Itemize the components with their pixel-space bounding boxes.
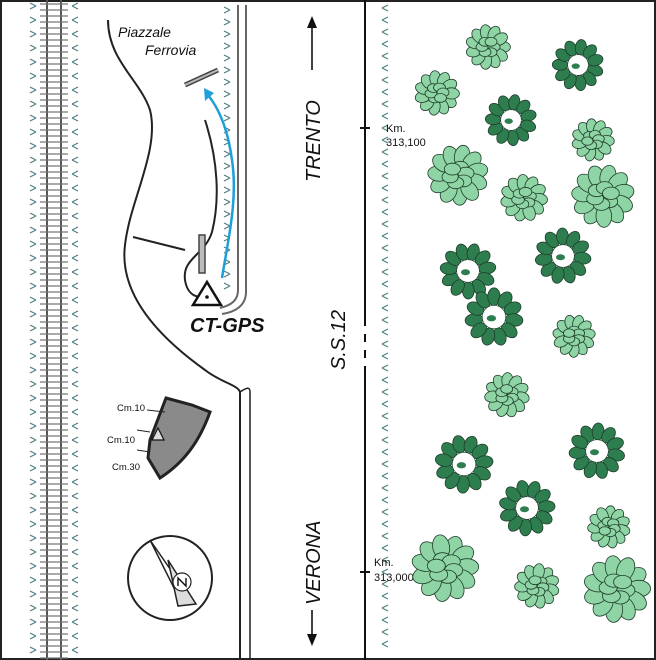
verona-label: VERONA [303, 521, 325, 605]
dim-label-mid: Cm.10 [107, 435, 135, 446]
dim-label-bottom: Cm.30 [112, 462, 140, 473]
km-label-upper: Km. [386, 123, 406, 135]
tree-dark [568, 422, 625, 479]
km-value-upper: 313,100 [386, 137, 426, 149]
south-arrow-icon [307, 634, 317, 646]
tree-area [411, 24, 651, 623]
station-label: CT-GPS [190, 315, 265, 337]
route-arrow [207, 94, 236, 279]
road-label: S.S.12 [328, 310, 350, 370]
monument-triangle-icon [151, 426, 165, 441]
north-compass-icon [127, 535, 213, 621]
tree-light [587, 505, 631, 549]
dim-label-top: Cm.10 [117, 403, 145, 414]
tree-light [584, 555, 651, 623]
post-marker [198, 234, 206, 274]
railway-grass [29, 2, 79, 654]
tree-light [465, 24, 511, 70]
tree-light [411, 534, 479, 602]
benchmark-triangle-icon [190, 279, 224, 307]
tree-dark [484, 94, 537, 147]
route-arrowhead [204, 88, 214, 101]
tree-dark [534, 227, 592, 284]
tree-light [571, 118, 615, 162]
road-verge-grass [381, 4, 389, 648]
tree-light [552, 314, 596, 358]
trento-direction: TRENTO [303, 16, 325, 182]
tree-dark [551, 39, 604, 91]
kerb-line [239, 387, 251, 660]
trento-label: TRENTO [303, 100, 325, 182]
tree-dark [439, 243, 497, 300]
tree-light [427, 144, 489, 206]
piazzale-boundary [107, 19, 241, 660]
km-label-lower: Km. [374, 557, 394, 569]
tree-light [514, 563, 560, 609]
area-label-line1: Piazzale [118, 24, 171, 40]
area-label-line2: Ferrovia [145, 42, 197, 58]
tree-light [484, 372, 530, 418]
railway-track [40, 0, 68, 660]
north-arrow-icon [307, 16, 317, 28]
tree-light [500, 174, 548, 222]
platform-grass [223, 6, 231, 290]
km-value-lower: 313,000 [374, 572, 414, 584]
tree-light [414, 70, 460, 116]
tree-dark [434, 435, 494, 494]
tree-dark [499, 480, 556, 537]
tree-dark [464, 287, 524, 346]
tree-light [571, 164, 635, 228]
verona-direction: VERONA [303, 521, 325, 646]
monument-detail: Cm.10 Cm.10 Cm.30 [107, 396, 212, 481]
access-lane [132, 236, 186, 251]
platform-wall [221, 5, 247, 315]
